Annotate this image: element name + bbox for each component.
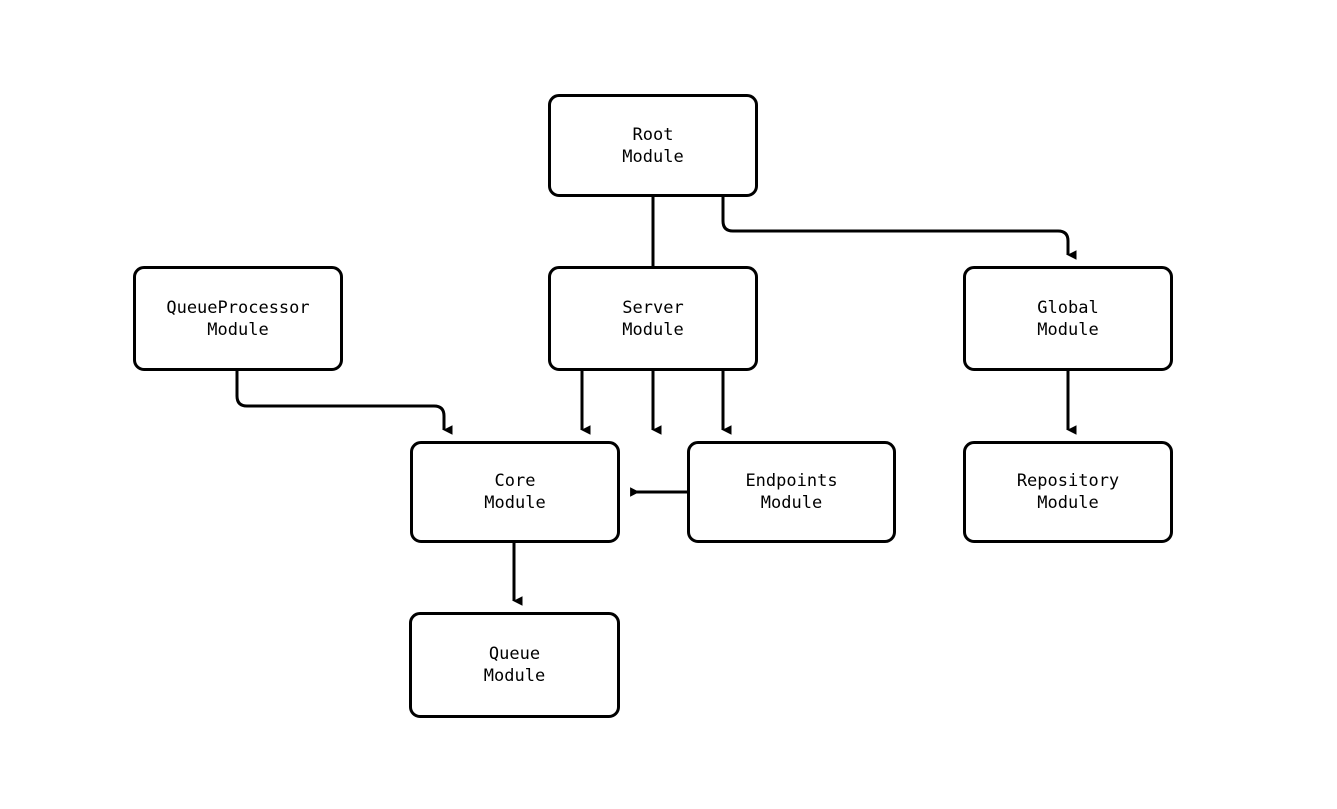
edge-queueprocessor-to-core (235, 371, 453, 435)
edge-root-to-global (721, 197, 1077, 260)
